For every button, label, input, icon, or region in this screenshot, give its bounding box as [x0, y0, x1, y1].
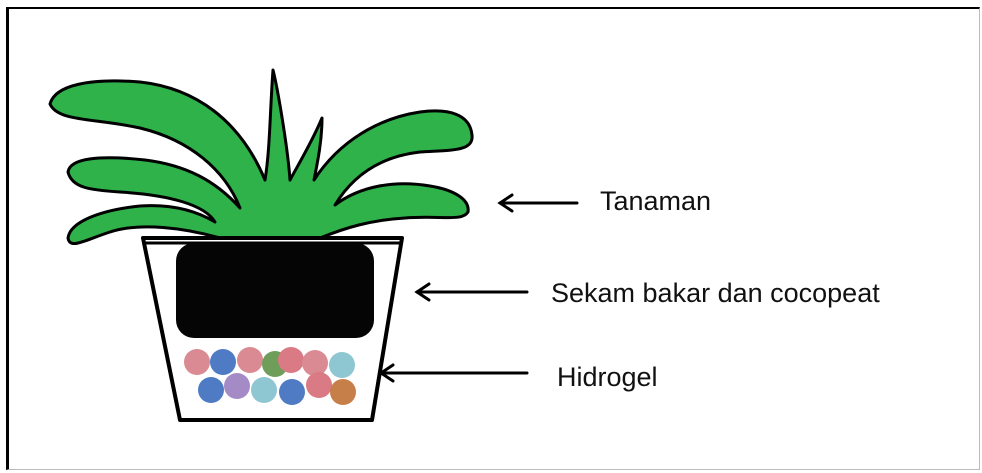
label-media: Sekam bakar dan cocopeat	[551, 280, 880, 307]
hydrogel-bead	[184, 349, 210, 375]
hydrogel-bead	[302, 350, 328, 376]
label-hydrogel: Hidrogel	[557, 364, 658, 391]
hydrogel-bead	[224, 373, 250, 399]
hydrogel-bead	[329, 352, 355, 378]
label-plant: Tanaman	[600, 188, 711, 215]
hydrogel-bead	[237, 347, 263, 373]
hydrogel-bead	[279, 379, 305, 405]
arrows	[381, 195, 577, 381]
hydrogel-bead	[210, 349, 236, 375]
plant-leaves	[50, 70, 472, 244]
arrow-media	[417, 284, 527, 300]
hydrogel-bead	[330, 379, 356, 405]
arrow-hydrogel	[381, 365, 527, 381]
hydrogel-bead	[251, 377, 277, 403]
media-block	[176, 243, 374, 338]
hydrogel-bead	[306, 372, 332, 398]
arrow-plant	[500, 195, 577, 211]
hydrogel-bead	[198, 377, 224, 403]
plant	[50, 70, 472, 244]
hydrogel-bead	[278, 347, 304, 373]
